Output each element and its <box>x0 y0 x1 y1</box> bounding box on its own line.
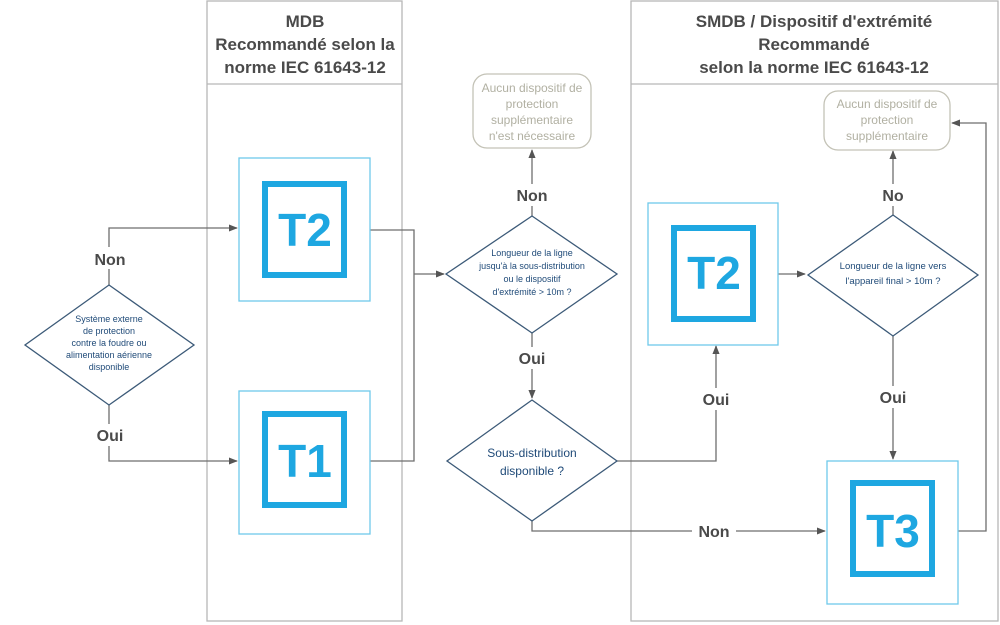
spd-type-3-icon: T3 <box>850 480 935 577</box>
connector-lightning-yes-to-mdb-t1 <box>108 405 238 465</box>
decision-lightning-line-1: Système externe <box>75 314 143 324</box>
decision-line-length-sub-line-2: jusqu'à la sous-distribution <box>478 261 585 271</box>
decision-sub-available: Sous-distribution disponible ? <box>445 399 619 522</box>
decision-lightning-line-3: contre la foudre ou <box>71 338 146 348</box>
note-no-extra-protection-box <box>823 90 951 151</box>
device-smdb-t3-label: T3 <box>866 505 920 557</box>
column-mdb-title-line-1: MDB <box>286 12 325 31</box>
device-mdb-t2-label: T2 <box>278 204 332 256</box>
note-no-protection-needed-line-4: n'est nécessaire <box>489 129 576 143</box>
connector-sub-available-yes-to-smdb-t2 <box>617 345 720 462</box>
decision-line-length-sub: Longueur de la ligne jusqu'à la sous-dis… <box>444 215 619 334</box>
column-mdb-title-line-2: Recommandé selon la <box>215 35 395 54</box>
column-mdb: MDB Recommandé selon la norme IEC 61643-… <box>206 0 403 622</box>
note-no-protection-needed-line-2: protection <box>506 97 559 111</box>
decision-lightning-line-2: de protection <box>83 326 135 336</box>
device-mdb-t1-label: T1 <box>278 435 332 487</box>
connector-mdb-t1-out <box>370 274 415 462</box>
column-mdb-frame <box>206 0 403 622</box>
note-no-extra-protection-line-1: Aucun dispositif de <box>837 97 938 111</box>
column-smdb-title-line-3: selon la norme IEC 61643-12 <box>699 58 929 77</box>
device-smdb-t2: T2 <box>647 202 779 346</box>
decision-lightning-shape <box>23 284 196 406</box>
connector-mdb-t2-out <box>370 229 415 274</box>
decision-line-length-sub-line-3: ou le dispositif <box>503 274 561 284</box>
note-no-extra-protection-line-3: supplémentaire <box>846 129 928 143</box>
decision-line-length-sub-line-1: Longueur de la ligne <box>491 248 573 258</box>
decision-sub-available-line-2: disponible ? <box>500 464 564 478</box>
edge-label-sub-available-yes: Oui <box>703 392 730 409</box>
decision-line-length-sub-shape <box>444 215 619 334</box>
connector-lightning-no-to-mdb-t2 <box>108 224 238 310</box>
decision-line-length-final-shape <box>806 214 980 337</box>
device-smdb-t3: T3 <box>826 460 959 605</box>
edge-label-sub-available-no: Non <box>698 524 729 541</box>
device-mdb-t2: T2 <box>238 157 371 302</box>
edge-labels: Non Oui Non Oui Oui Non No Oui <box>88 184 913 541</box>
decision-lightning: Système externe de protection contre la … <box>23 284 196 406</box>
edge-label-length-sub-no: Non <box>516 188 547 205</box>
edge-label-lightning-no: Non <box>94 252 125 269</box>
decision-line-length-final-line-1: Longueur de la ligne vers <box>840 261 947 272</box>
decision-line-length-final: Longueur de la ligne vers l'appareil fin… <box>806 214 980 337</box>
spd-type-2-icon: T2 <box>262 181 347 278</box>
column-smdb: SMDB / Dispositif d'extrémité Recommandé… <box>630 0 999 622</box>
note-no-extra-protection-line-2: protection <box>861 113 914 127</box>
edge-label-length-final-no: No <box>882 188 904 205</box>
note-no-extra-protection: Aucun dispositif de protection supplémen… <box>823 90 951 151</box>
device-smdb-t2-label: T2 <box>687 247 741 299</box>
spd-type-2-icon: T2 <box>671 225 756 322</box>
decision-lightning-line-5: disponible <box>89 362 130 372</box>
device-mdb-t1: T1 <box>238 390 371 535</box>
column-smdb-frame <box>630 0 999 622</box>
edge-label-length-sub-yes: Oui <box>519 351 546 368</box>
decision-line-length-sub-line-4: d'extrémité > 10m ? <box>492 287 571 297</box>
column-smdb-title-line-2: Recommandé <box>758 35 869 54</box>
decision-lightning-line-4: alimentation aérienne <box>66 350 152 360</box>
column-mdb-title-line-3: norme IEC 61643-12 <box>224 58 386 77</box>
note-no-protection-needed-line-1: Aucun dispositif de <box>482 81 583 95</box>
decision-sub-available-shape <box>445 399 619 522</box>
edge-label-lightning-yes: Oui <box>97 428 124 445</box>
note-no-protection-needed-box <box>472 73 592 149</box>
note-no-protection-needed-line-3: supplémentaire <box>491 113 573 127</box>
note-no-protection-needed: Aucun dispositif de protection supplémen… <box>472 73 592 149</box>
column-smdb-title-line-1: SMDB / Dispositif d'extrémité <box>696 12 932 31</box>
connector-t3-to-note <box>951 119 987 532</box>
decision-line-length-final-line-2: l'appareil final > 10m ? <box>845 276 940 287</box>
edge-label-length-final-yes: Oui <box>880 390 907 407</box>
spd-type-1-icon: T1 <box>262 411 347 508</box>
connector-sub-available-no-to-t3 <box>531 521 826 535</box>
decision-sub-available-line-1: Sous-distribution <box>487 446 576 460</box>
